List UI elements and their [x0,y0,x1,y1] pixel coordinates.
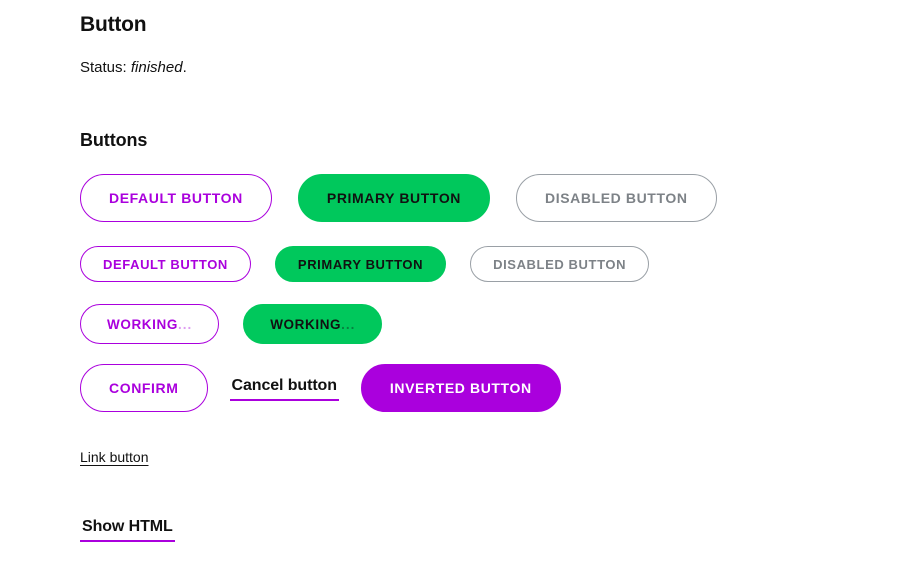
show-html-button[interactable]: Show HTML [80,517,175,542]
section-title-buttons: Buttons [80,130,148,150]
confirm-button[interactable]: CONFIRM [80,364,208,412]
default-button-small[interactable]: DEFAULT BUTTON [80,246,251,282]
working-label-primary: WORKING [270,316,342,332]
primary-button-large[interactable]: PRIMARY BUTTON [297,174,491,222]
primary-button-small[interactable]: PRIMARY BUTTON [274,246,447,282]
page-title: Button [80,13,147,36]
loading-dots-icon: ... [341,316,356,332]
default-button-large[interactable]: DEFAULT BUTTON [80,174,272,222]
working-button-default[interactable]: WORKING... [80,304,220,344]
button-row-working: WORKING... WORKING... [80,282,912,344]
show-html-row: Show HTML [80,467,912,542]
button-row-large: DEFAULT BUTTON PRIMARY BUTTON DISABLED B… [80,152,912,222]
status-value: finished [130,59,183,76]
link-button-row: Link button [80,412,912,467]
loading-dots-icon: ... [177,316,193,332]
disabled-button-large: DISABLED BUTTON [516,174,717,222]
button-row-small: DEFAULT BUTTON PRIMARY BUTTON DISABLED B… [80,222,912,282]
status-label: Status: [80,59,127,76]
link-button[interactable]: Link button [80,449,149,465]
status-line: Status: finished. [80,38,912,77]
cancel-button[interactable]: Cancel button [229,376,339,401]
working-label-default: WORKING [107,316,178,332]
inverted-button[interactable]: INVERTED BUTTON [360,364,561,412]
disabled-button-small: DISABLED BUTTON [470,246,650,282]
status-punctuation: . [182,59,187,76]
button-row-actions: CONFIRM Cancel button INVERTED BUTTON [80,344,912,412]
working-button-primary[interactable]: WORKING... [243,304,383,344]
